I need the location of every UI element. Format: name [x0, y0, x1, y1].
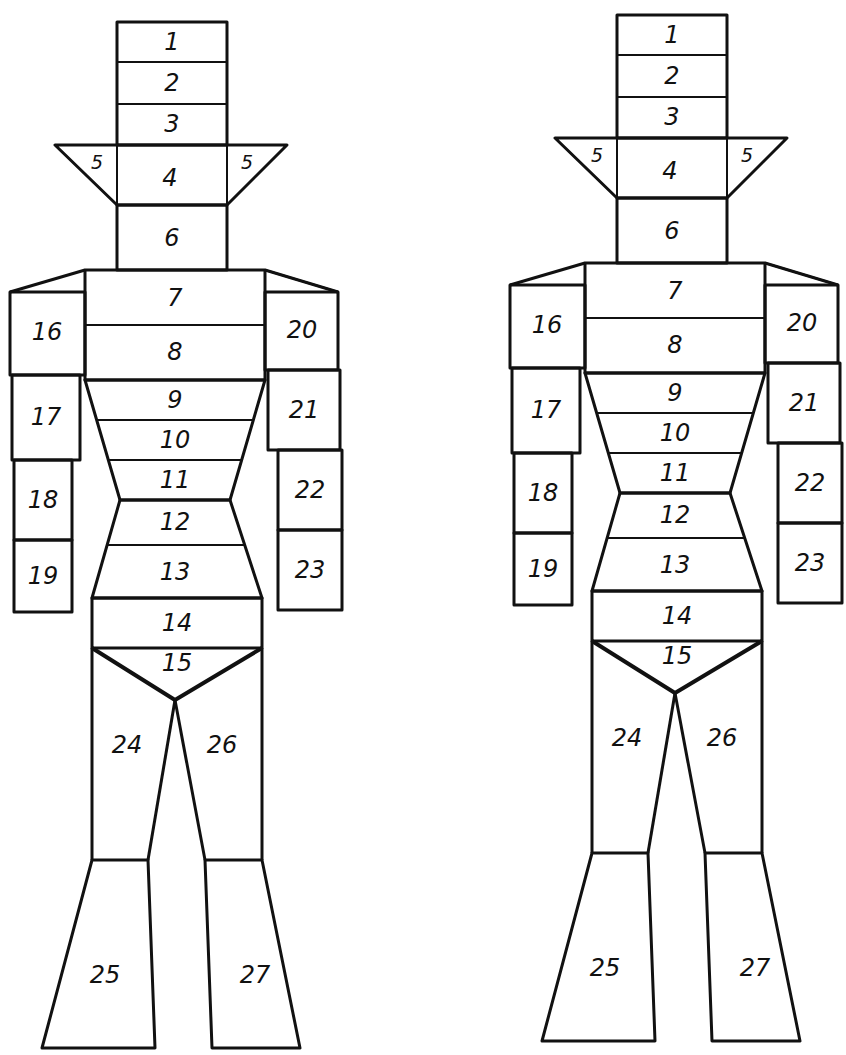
callout-number: 4 [162, 166, 177, 190]
callout-number: 3 [664, 105, 679, 129]
callout-number: 9 [167, 388, 182, 412]
callout-number: 21 [289, 398, 320, 422]
callout-number: 19 [28, 564, 59, 588]
callout-number: 7 [667, 279, 682, 303]
callout-number: 9 [667, 381, 682, 405]
callout-number: 11 [160, 468, 191, 492]
callout-number: 13 [160, 560, 191, 584]
callout-number: 19 [528, 557, 559, 581]
callout-number: 18 [528, 481, 559, 505]
callout-number: 11 [660, 461, 691, 485]
callout-number: 22 [795, 471, 826, 495]
callout-number: 25 [590, 956, 621, 980]
callout-number: 12 [660, 503, 691, 527]
callout-number: 16 [532, 313, 563, 337]
callout-number: 8 [667, 333, 682, 357]
callout-number: 13 [660, 553, 691, 577]
callout-number: 26 [207, 733, 238, 757]
callout-number: 6 [164, 226, 179, 250]
callout-number: 6 [664, 219, 679, 243]
callout-number: 27 [740, 956, 771, 980]
callout-number: 24 [112, 733, 143, 757]
callout-number: 27 [240, 963, 271, 987]
callout-number: 8 [167, 340, 182, 364]
callout-number: 25 [90, 963, 121, 987]
callout-number: 16 [32, 320, 63, 344]
callout-number: 20 [787, 311, 818, 335]
callout-number: 5 [741, 146, 753, 165]
callout-number: 21 [789, 391, 820, 415]
callout-number: 2 [164, 71, 179, 95]
callout-number: 24 [612, 726, 643, 750]
callout-number: 23 [295, 558, 326, 582]
callout-number: 26 [707, 726, 738, 750]
callout-number: 5 [591, 146, 603, 165]
callout-number: 15 [162, 651, 193, 675]
callout-number: 20 [287, 318, 318, 342]
callout-number: 3 [164, 112, 179, 136]
callout-number: 10 [160, 428, 191, 452]
callout-number: 18 [28, 488, 59, 512]
callout-number: 14 [662, 604, 693, 628]
callout-number: 2 [664, 64, 679, 88]
callout-number: 12 [160, 510, 191, 534]
callout-number: 10 [660, 421, 691, 445]
body-outline [10, 22, 342, 1048]
callout-number: 1 [664, 23, 679, 47]
body-outline [510, 15, 842, 1041]
callout-number: 14 [162, 611, 193, 635]
callout-number: 15 [662, 644, 693, 668]
callout-number: 4 [662, 159, 677, 183]
callout-number: 17 [531, 398, 562, 422]
callout-number: 5 [91, 153, 103, 172]
callout-number: 23 [795, 551, 826, 575]
callout-number: 7 [167, 286, 182, 310]
callout-number: 22 [295, 478, 326, 502]
callout-number: 5 [241, 153, 253, 172]
callout-number: 1 [164, 30, 179, 54]
callout-number: 17 [31, 405, 62, 429]
